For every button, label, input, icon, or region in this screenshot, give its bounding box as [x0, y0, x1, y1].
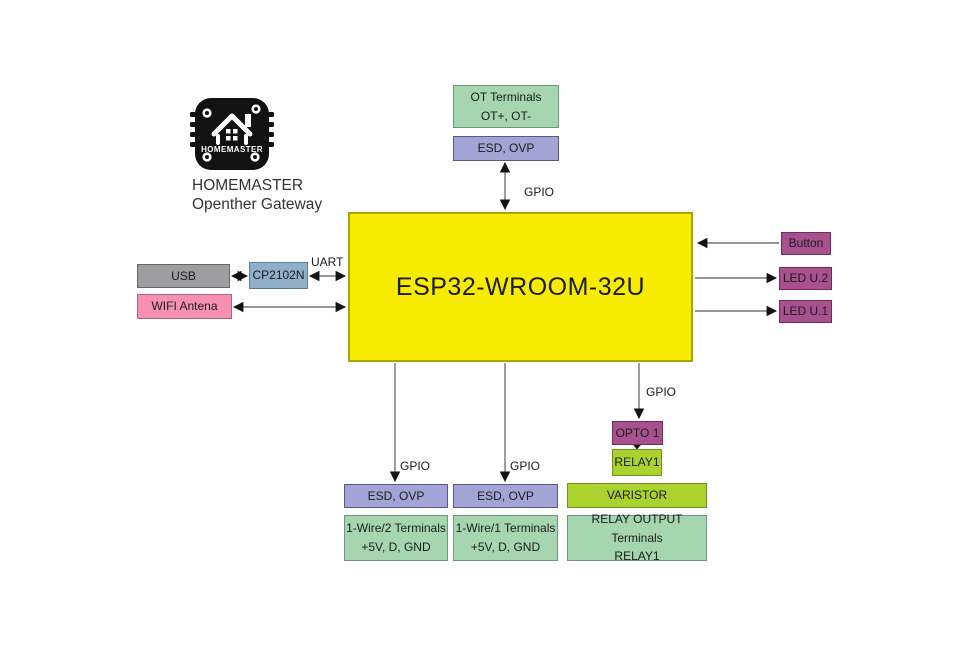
led-u2-box: LED U.2	[779, 267, 832, 290]
w1-terminals-line1: 1-Wire/1 Terminals	[455, 521, 556, 536]
logo-badge-text: HOMEMASTER	[201, 145, 263, 154]
usb-box: USB	[137, 264, 230, 288]
w1-terminals-box: 1-Wire/1 Terminals +5V, D, GND	[453, 515, 558, 561]
product-title-line2: Openther Gateway	[192, 195, 323, 213]
product-title-line1: HOMEMASTER	[192, 177, 304, 194]
led-u2-label: LED U.2	[782, 271, 829, 286]
uart-label: UART	[311, 255, 344, 269]
w2-terminals-line2: +5V, D, GND	[361, 540, 431, 554]
cp2102n-label: CP2102N	[252, 268, 305, 283]
cp2102n-box: CP2102N	[249, 262, 308, 289]
gpio-ot-label: GPIO	[524, 185, 555, 199]
esd-ovp-w1-label: ESD, OVP	[477, 488, 534, 503]
gpio-w2-label: GPIO	[400, 459, 431, 473]
led-u1-box: LED U.1	[779, 300, 832, 323]
relay-output-line2: RELAY1	[614, 549, 660, 564]
opto1-label: OPTO 1	[615, 425, 660, 440]
button-box: Button	[781, 232, 831, 255]
varistor-label: VARISTOR	[606, 488, 668, 503]
homemaster-logo: HOMEMASTER	[190, 96, 274, 172]
esd-ovp-ot-label: ESD, OVP	[477, 141, 535, 156]
w2-terminals-line1: 1-Wire/2 Terminals	[346, 521, 446, 536]
homemaster-logo-icon: HOMEMASTER	[190, 98, 274, 170]
ot-terminals-line2: OT+, OT-	[480, 108, 532, 123]
led-u1-label: LED U.1	[782, 304, 829, 319]
esp32-chip-block: ESP32-WROOM-32U	[348, 212, 693, 362]
button-label: Button	[788, 236, 824, 251]
esp32-chip-label: ESP32-WROOM-32U	[395, 272, 646, 301]
gpio-w1-label: GPIO	[510, 459, 541, 473]
gpio-relay-label: GPIO	[646, 385, 677, 399]
esd-ovp-w2-label: ESD, OVP	[367, 488, 425, 503]
product-title: HOMEMASTER Openther Gateway	[192, 177, 322, 215]
relay-output-line1: RELAY OUTPUT Terminals	[591, 512, 683, 545]
ot-terminals-box: OT Terminals OT+, OT-	[453, 85, 559, 128]
esd-ovp-w2-box: ESD, OVP	[344, 484, 448, 508]
w1-terminals-line2: +5V, D, GND	[470, 540, 541, 554]
esd-ovp-w1-box: ESD, OVP	[453, 484, 558, 508]
w2-terminals-box: 1-Wire/2 Terminals +5V, D, GND	[344, 515, 448, 561]
relay1-box: RELAY1	[612, 449, 662, 476]
opto1-box: OPTO 1	[612, 421, 663, 445]
varistor-box: VARISTOR	[567, 483, 707, 508]
relay1-label: RELAY1	[614, 455, 660, 470]
esd-ovp-ot-box: ESD, OVP	[453, 136, 559, 161]
usb-label: USB	[171, 268, 196, 283]
ot-terminals-line1: OT Terminals	[470, 89, 542, 104]
wifi-antenna-box: WIFI Antena	[137, 294, 232, 319]
wifi-antenna-label: WIFI Antena	[151, 299, 218, 314]
relay-output-terminals-box: RELAY OUTPUT Terminals RELAY1	[567, 512, 707, 563]
